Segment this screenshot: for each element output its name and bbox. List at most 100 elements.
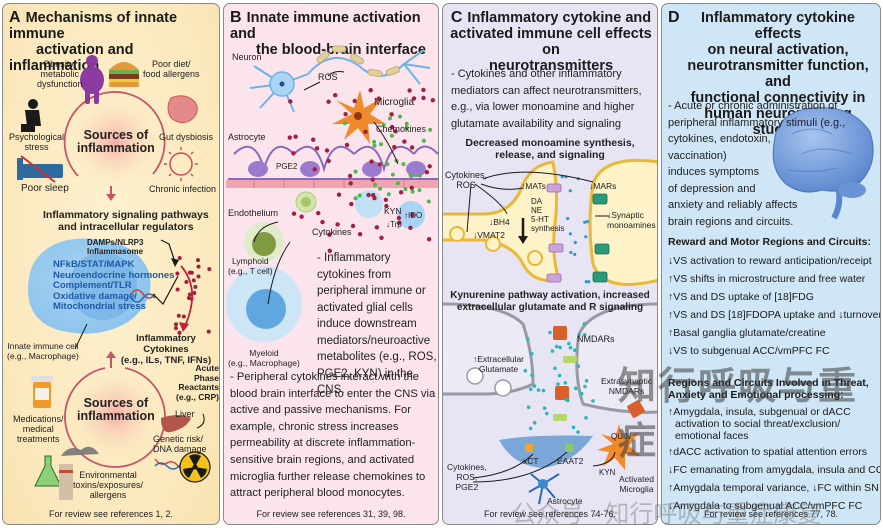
dot	[418, 173, 422, 178]
label-line: (e.g., T cell)	[228, 266, 273, 276]
label-line: ↓Synaptic	[607, 210, 644, 220]
dot	[532, 384, 537, 388]
dot	[526, 405, 531, 410]
panel-b-reference: For review see references 31, 39, 98.	[256, 509, 406, 519]
panel-b-illustration	[226, 45, 438, 342]
dot	[528, 426, 533, 431]
panel-c-illustration	[443, 158, 657, 505]
gut-icon	[167, 95, 198, 124]
label-line: synthesis	[531, 224, 565, 233]
label-line: Psychological	[9, 132, 65, 142]
dot	[344, 142, 350, 148]
dot	[568, 232, 572, 236]
label-extrasynaptic-nmdars: Extrasynaptic NMDARs	[601, 376, 652, 396]
dot	[348, 181, 353, 186]
dot	[390, 172, 395, 177]
dot	[566, 216, 570, 221]
label-nmdars: NMDARs	[577, 334, 615, 344]
label-line: Sources of	[83, 396, 149, 410]
myeloid-nucleus	[246, 289, 286, 329]
label-line: Lymphoid	[232, 256, 269, 266]
label-synthesis: DA NE 5-HT synthesis	[531, 197, 564, 233]
panel-a-illustration	[17, 55, 212, 500]
label-eaat2: EAAT2	[557, 456, 584, 466]
sources-ring-bottom	[64, 367, 166, 468]
label-endothelium: Endothelium	[228, 208, 279, 218]
lymphoid-nucleus	[252, 232, 276, 256]
dot	[584, 416, 588, 420]
dot	[525, 337, 530, 341]
dot	[567, 341, 571, 346]
threat-heading: Regions and Circuits Involved in Threat,…	[668, 377, 869, 401]
endothelium-layer	[226, 180, 438, 188]
xct-transporter	[525, 444, 533, 452]
label-kyn: KYN	[599, 468, 616, 477]
label-poor-diet: Poor diet/ food allergens	[143, 59, 200, 79]
dot	[583, 220, 587, 224]
sources-glow-bottom	[69, 368, 161, 460]
label-mats: ↑MATs	[521, 181, 546, 191]
reward-heading: Reward and Motor Regions and Circuits:	[668, 236, 872, 248]
dot	[357, 232, 363, 237]
dot	[388, 116, 392, 121]
dot	[383, 197, 388, 202]
panel-c-reference: For review see references 74-76.	[483, 509, 617, 519]
sources-glow-top	[69, 96, 161, 188]
label-line: Decreased monoamine synthesis,	[465, 137, 635, 149]
reward-finding: ↑VS and DS [18]FDOPA uptake and ↓turnove…	[668, 309, 881, 321]
label-line: medical	[22, 424, 54, 434]
label-line: and intracellular regulators	[58, 220, 194, 233]
label-acute-phase: Acute Phase Reactants (e.g., CRP)	[169, 363, 219, 402]
dot	[347, 173, 353, 179]
dot	[528, 387, 533, 392]
dot	[376, 96, 381, 101]
panel-d-neuroimaging: D Inflammatory cytokine effects on neura…	[661, 3, 881, 525]
dot	[174, 322, 178, 327]
liver-icon	[161, 415, 191, 433]
dot	[403, 187, 408, 192]
intro-line: vaccination)	[668, 149, 727, 162]
dot	[175, 287, 180, 292]
label-poor-sleep: Poor sleep	[21, 183, 69, 194]
label-ido: ↑IDO	[404, 211, 423, 220]
astrocyte-process	[499, 435, 593, 468]
title-line: neurotransmitter function, and	[687, 58, 869, 90]
title-line: neurotransmitters	[488, 58, 614, 74]
intro-line: of depression and	[668, 182, 756, 195]
dot	[343, 112, 348, 117]
dot	[426, 199, 431, 204]
pathway-item: NFkB/STAT/MAPK	[53, 259, 135, 270]
pathway-item: Complement/TLR	[53, 280, 132, 291]
label-pge2: PGE2	[276, 162, 298, 171]
dot	[583, 384, 587, 389]
threat-finding: ↓Amygdala to subgenual ACC/vmPFC FC	[668, 500, 863, 512]
label-line: monoamines	[607, 220, 656, 230]
label-xct: xCT	[523, 456, 539, 466]
panel-b-text-peripheral: - Peripheral cytokines interact with the…	[230, 371, 436, 500]
dot	[288, 99, 293, 104]
dot	[421, 87, 426, 93]
dot	[352, 98, 357, 104]
dot	[417, 188, 422, 193]
dot	[333, 93, 338, 98]
dot	[426, 237, 432, 242]
label-astrocyte: Astrocyte	[228, 132, 266, 142]
label-line: Microglia	[619, 484, 654, 494]
pathway-item: Oxidative damage/	[53, 290, 137, 302]
intro-line: - Acute or chronic administration of	[668, 100, 838, 112]
glutamate-dots	[523, 322, 595, 445]
dot	[187, 292, 192, 297]
label-line: DA	[531, 197, 543, 206]
panel-letter: C	[450, 9, 463, 26]
pathway-item: Mitochondrial stress	[53, 301, 146, 312]
label-line: Sources of	[83, 128, 149, 142]
label-neuron: Neuron	[232, 52, 262, 62]
dot	[392, 144, 397, 150]
dot	[550, 349, 555, 353]
dot	[372, 195, 377, 201]
panel-a-reference: For review see references 1, 2.	[48, 509, 174, 519]
label-line: 5-HT	[531, 215, 549, 224]
label-damps: DAMPs/NLRP3 Inflammasome	[87, 238, 143, 256]
